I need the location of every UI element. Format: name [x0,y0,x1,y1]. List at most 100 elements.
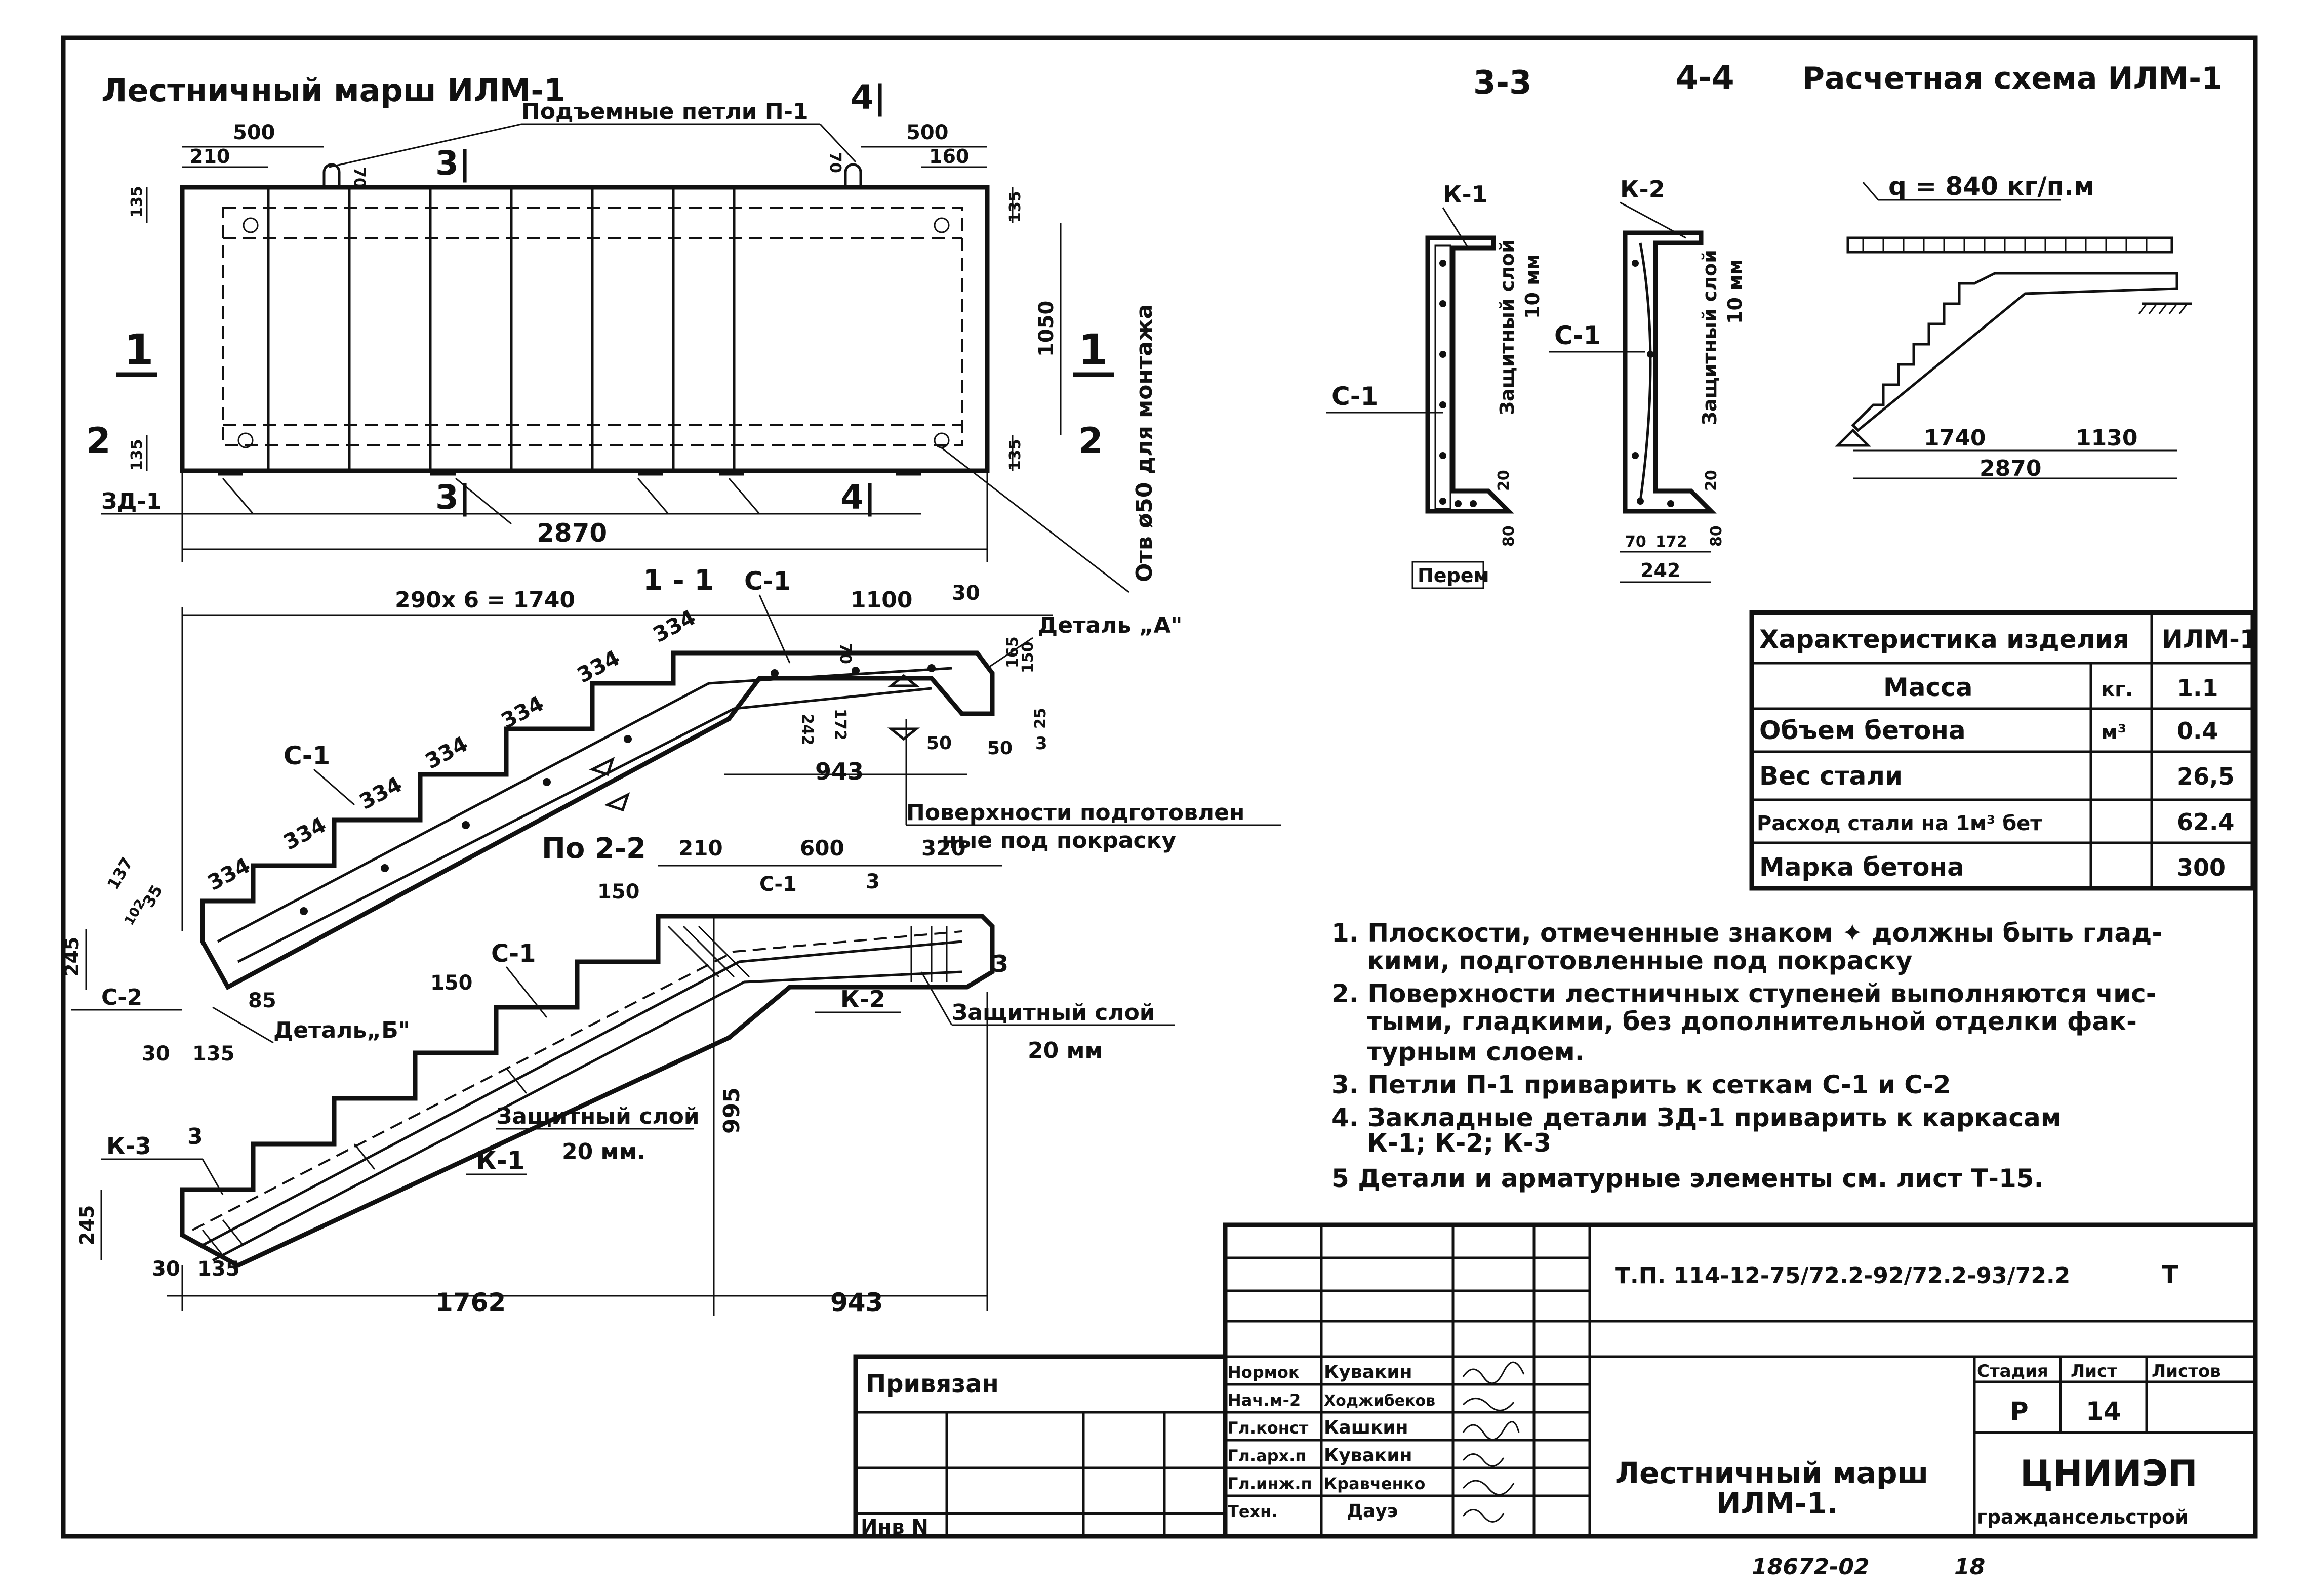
dim-242-44: 242 [1640,559,1680,582]
num-3-b: 3 [992,950,1008,977]
dim-137: 137 [103,854,137,893]
staff-name: Кравченко [1324,1474,1425,1493]
dim-135-bl: 135 [128,439,146,471]
cover-44-2: 10 мм [1724,259,1746,324]
mesh-c1-label: С-1 [744,566,791,596]
dim-70: 70 [836,643,854,664]
calc-flight [1851,272,2178,432]
staff-name: Кашкин [1324,1417,1408,1438]
section-4-4-shape [1623,230,1717,514]
section-2-2-title: По 2-2 [542,832,646,865]
lifting-loops-leader-2 [819,123,857,163]
archive-number: 18672-02 [1752,1554,1870,1580]
step-dim: 334 [421,731,472,773]
note-line: тыми, гладкими, без дополнительной отдел… [1367,1007,2137,1036]
notes: 1. Плоскости, отмеченные знаком ✦ должны… [1331,918,2162,1193]
section-1-1-title: 1 - 1 [643,564,714,597]
detail-b-label: Деталь„Б" [273,1017,410,1043]
step-dim: 334 [279,812,330,854]
spec-row-value: 300 [2177,854,2226,881]
plan-outline [180,185,990,473]
frame-k3-label: К-3 [106,1132,151,1160]
cover-mid-1: Защитный слой [496,1103,700,1129]
signature [1462,1480,1515,1496]
dim-80-33: 80 [1500,525,1518,547]
load-bar [1846,236,2173,254]
spec-header: Характеристика изделия [1759,625,2129,654]
note-line: 2. Поверхности лестничных ступеней выпол… [1331,979,2157,1008]
dim-210: 210 [190,145,230,168]
staff-name: Кувакин [1324,1445,1412,1466]
dim-50a: 50 [926,733,952,754]
rebar-c1 [217,667,952,943]
title-block: Т.П. 114-12-75/72.2-92/72.2-93/72.2 Т Пр… [853,1222,2258,1539]
section-2-2: По 2-2 210 600 320 150 150 С-1 3 С-1 3 К… [76,832,1175,1317]
spec-row-value: 1.1 [2177,674,2218,702]
stage-value: Р [2010,1397,2029,1426]
section-3-3-shape [1425,235,1514,514]
dim-245-lower: 245 [76,1205,98,1245]
dim-3: 3 [1035,733,1047,754]
perem-label: Перем [1418,564,1489,587]
dim-30-top: 30 [952,582,980,605]
spec-row-unit: кг. [2101,678,2133,701]
dim-20-33: 20 [1495,470,1513,491]
cover-44-1: Защитный слой [1699,250,1721,425]
staff-name: Дауэ [1347,1501,1398,1522]
dim-172: 172 [831,709,849,741]
mesh-c1-33: С-1 [1331,382,1378,411]
section-3-3-title: 3-3 [1473,64,1532,102]
spec-row-name: Расход стали на 1м³ бет [1757,812,2042,835]
surface-note-2: ные под покраску [942,828,1176,853]
dim-85: 85 [248,989,276,1012]
mounting-hole [243,217,259,233]
sheet-value: 14 [2086,1397,2121,1426]
mesh-c1-s22-a: С-1 [759,873,797,896]
section-mark-2-right: 2 [1078,420,1103,462]
dim-1740-calc: 1740 [1924,425,1986,451]
step-dim: 334 [355,771,406,814]
drawing-code: Т.П. 114-12-75/72.2-92/72.2-93/72.2 [1615,1263,2070,1289]
dim-30-s22: 30 [152,1257,180,1281]
frame-k1 [201,940,962,1247]
dim-160: 160 [929,145,969,168]
dim-steps: 290х 6 = 1740 [395,587,575,613]
dim-1100: 1100 [851,587,912,613]
calc-title: Расчетная схема ИЛМ-1 [1802,61,2223,96]
dim-20-44: 20 [1703,470,1720,491]
dim-600: 600 [800,836,844,861]
signature [1462,1421,1520,1441]
note-line: 1. Плоскости, отмеченные знаком ✦ должны… [1331,918,2162,948]
frame-k1-label: К-1 [476,1146,524,1175]
mesh-c1-44: С-1 [1554,321,1601,350]
mesh-c2-label: С-2 [101,985,142,1010]
step-dim: 334 [204,852,254,895]
section-mark-3-top: 3| [435,144,471,183]
drawing-code-suffix: Т [2162,1261,2178,1289]
sheet-header: Лист [2071,1361,2117,1381]
cover-top-1: Защитный слой [952,1000,1155,1026]
staff-name: Кувакин [1324,1362,1412,1382]
num-3-a: 3 [866,870,880,893]
note-line: турным слоем. [1367,1037,1585,1067]
rebar-c2 [237,687,932,963]
section-4-4-title: 4-4 [1676,59,1734,97]
dim-150: 150 [1019,641,1037,673]
dim-500-left: 500 [233,121,275,144]
dim-242: 242 [798,714,816,746]
staff-role: Нормок [1228,1363,1300,1382]
frame-k2-44: К-2 [1620,176,1665,203]
signature [1462,1453,1505,1467]
org-name-1: ЦНИИЭП [2020,1453,2198,1494]
spec-row-value: 62.4 [2177,808,2235,836]
signature [1462,1398,1515,1411]
flight-profile-2-2 [180,914,995,1268]
surface-note-1: Поверхности подготовлен [906,800,1244,826]
section-mark-4-top: 4| [851,78,886,117]
plan-title: Лестничный марш ИЛМ-1 [101,72,566,109]
product-name-2: ИЛМ-1. [1716,1486,1838,1521]
dim-943: 943 [830,1288,883,1317]
note-line: К-1; К-2; К-3 [1367,1128,1551,1158]
mounting-hole-label: Отв ø50 для монтажа [1132,304,1157,582]
cover-mid-2: 20 мм. [562,1139,645,1165]
